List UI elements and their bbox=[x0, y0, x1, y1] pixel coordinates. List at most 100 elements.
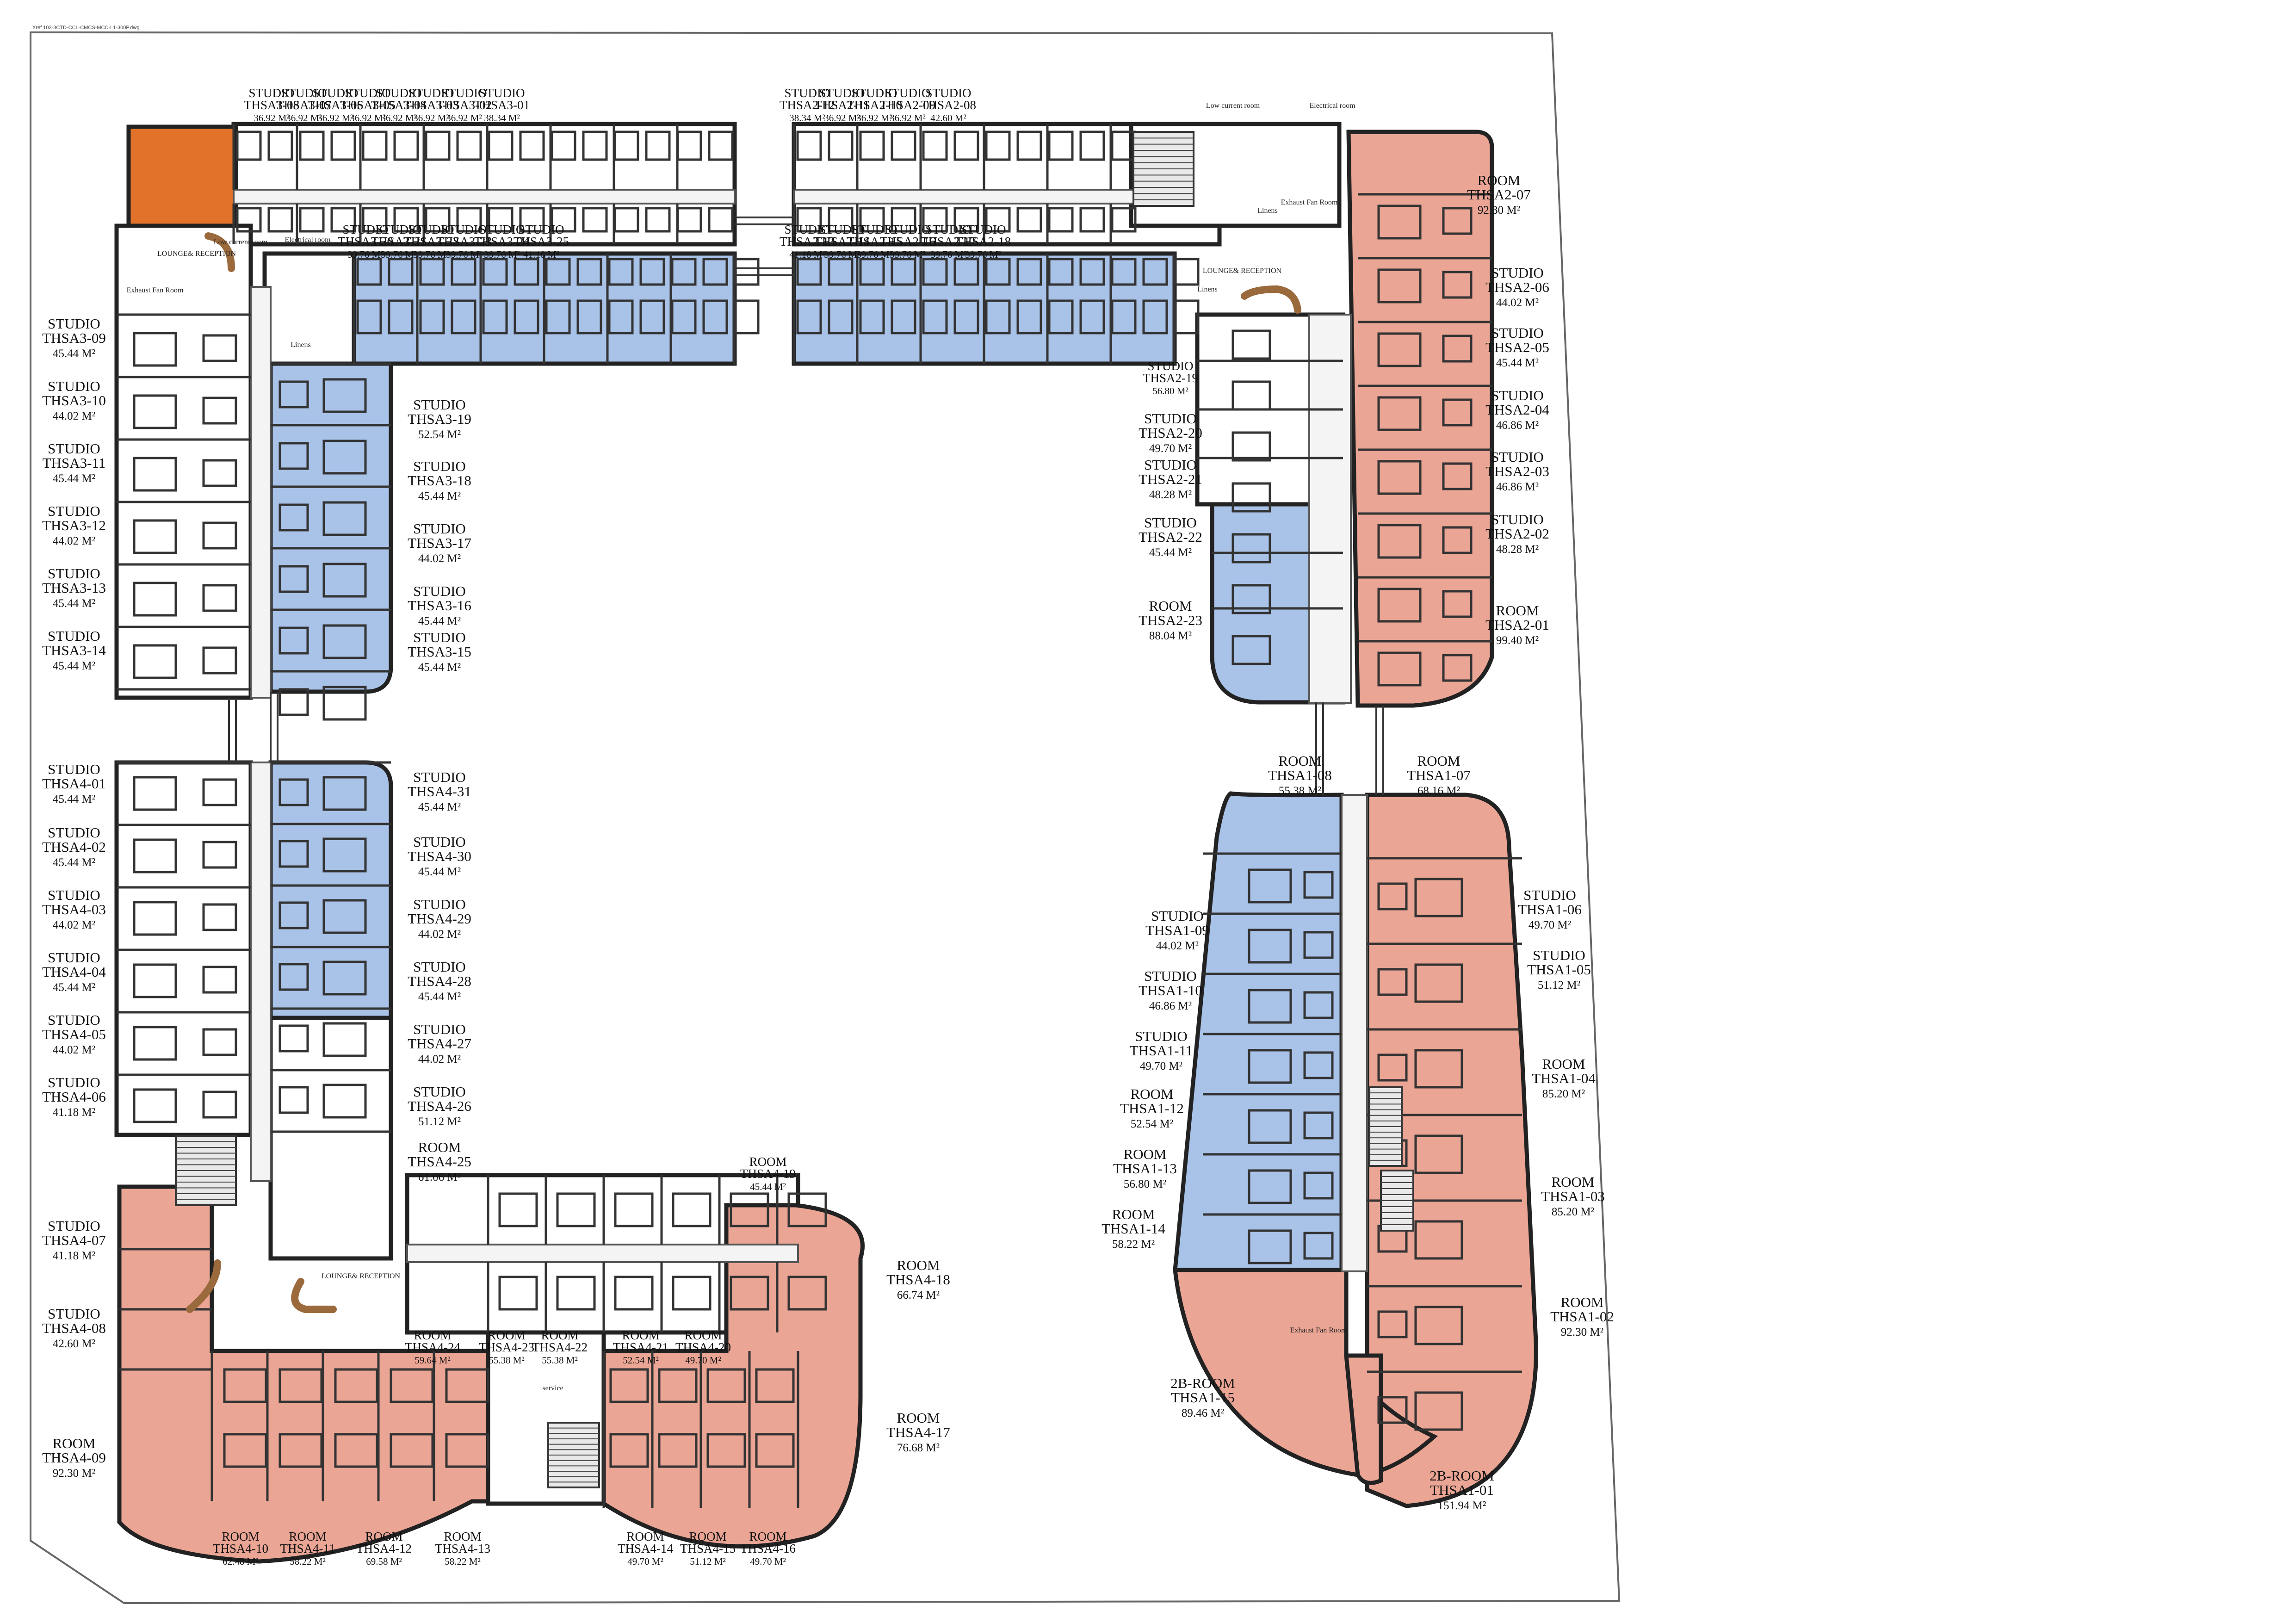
furniture-bath bbox=[608, 258, 634, 286]
unit-type: ROOM bbox=[1560, 1294, 1603, 1310]
unit-type: ROOM bbox=[1417, 753, 1460, 769]
furniture-bed bbox=[608, 299, 634, 335]
unit-type: STUDIO bbox=[926, 86, 972, 100]
unit-area: 41.18 M² bbox=[53, 1106, 95, 1119]
lounge-desk-north-east bbox=[1241, 285, 1301, 314]
unit-code: THSA2-09 bbox=[880, 98, 935, 112]
furniture-bed bbox=[1377, 396, 1422, 431]
furniture-bed bbox=[322, 776, 367, 811]
furniture-bed bbox=[639, 299, 665, 335]
unit-area: 55.38 M² bbox=[542, 1355, 577, 1366]
furniture-bath bbox=[1377, 882, 1408, 911]
furniture-bed bbox=[1248, 1049, 1292, 1084]
furniture-bed bbox=[1232, 431, 1271, 462]
furniture-bed bbox=[334, 1433, 378, 1468]
unit-type: STUDIO bbox=[785, 223, 830, 236]
furniture-bed bbox=[1111, 299, 1137, 335]
unit-type: STUDIO bbox=[343, 223, 389, 236]
furniture-bed bbox=[133, 1088, 177, 1123]
unit-area: 59.64 M² bbox=[415, 1355, 450, 1366]
furniture-bed bbox=[488, 130, 514, 161]
label-linens-1: Linens bbox=[291, 341, 311, 349]
unit-code: THSA3-24 bbox=[474, 235, 530, 248]
stair-treads bbox=[176, 137, 1413, 1483]
unit-code: THSA2-13 bbox=[780, 235, 835, 248]
furniture-bed bbox=[133, 457, 177, 492]
unit-code: THSA1-03 bbox=[1541, 1188, 1605, 1204]
unit-type: STUDIO bbox=[345, 86, 391, 100]
furniture-bath bbox=[330, 207, 356, 233]
furniture-bath bbox=[202, 646, 237, 675]
unit-type: STUDIO bbox=[413, 959, 466, 975]
furniture-bath bbox=[922, 258, 948, 286]
unit-type: STUDIO bbox=[852, 223, 897, 236]
unit-code: THSA2-14 bbox=[814, 235, 870, 248]
unit-area: 39.76 M² bbox=[484, 249, 520, 260]
furniture-bed bbox=[133, 776, 177, 811]
unit-code: THSA1-01 bbox=[1430, 1482, 1494, 1498]
furniture-bed bbox=[734, 299, 760, 335]
lounge-desks bbox=[186, 232, 1301, 1313]
unit-type: STUDIO bbox=[519, 223, 564, 236]
furniture-bath bbox=[1377, 1310, 1408, 1338]
furniture-bed bbox=[1248, 1169, 1292, 1204]
room-partitions bbox=[117, 124, 1522, 1508]
unit-type: STUDIO bbox=[413, 1021, 466, 1037]
furniture-bed bbox=[133, 644, 177, 679]
label-exhaust-fan-room-2: Exhaust Fan Room bbox=[1281, 198, 1338, 206]
furniture-bed bbox=[706, 1368, 746, 1403]
furniture-bath bbox=[1442, 398, 1473, 427]
unit-type: STUDIO bbox=[1148, 359, 1194, 373]
furniture-bed bbox=[1016, 299, 1042, 335]
unit-type: STUDIO bbox=[885, 86, 931, 100]
service-room-labels: Low current room Electrical room LOUNGE&… bbox=[127, 102, 1355, 1392]
unit-type: ROOM bbox=[444, 1530, 481, 1543]
unit-type: STUDIO bbox=[785, 86, 830, 100]
furniture-bed bbox=[614, 1276, 654, 1311]
unit-area: 46.86 M² bbox=[1496, 419, 1539, 432]
furniture-bed bbox=[1377, 524, 1422, 559]
unit-area: 45.44 M² bbox=[418, 490, 461, 502]
corridor-north-east bbox=[793, 189, 1146, 204]
furniture-bed bbox=[787, 1276, 827, 1311]
furniture-bed bbox=[645, 130, 671, 161]
unit-type: STUDIO bbox=[313, 86, 359, 100]
furniture-bed bbox=[1048, 299, 1074, 335]
furniture-bath bbox=[828, 258, 854, 286]
furniture-bed bbox=[1248, 1109, 1292, 1144]
furniture-bed bbox=[362, 130, 388, 161]
unit-type: ROOM bbox=[1130, 1086, 1173, 1102]
lounge-desk-west bbox=[186, 1259, 221, 1313]
unit-type: STUDIO bbox=[1533, 947, 1585, 963]
unit-code: THSA4-14 bbox=[618, 1542, 673, 1555]
furniture-bath bbox=[388, 258, 414, 286]
furniture-bath bbox=[891, 207, 916, 233]
unit-area: 45.44 M² bbox=[53, 660, 95, 672]
unit-type: STUDIO bbox=[48, 440, 100, 457]
furniture-bath bbox=[278, 565, 309, 593]
unit-type: ROOM bbox=[1477, 172, 1520, 188]
unit-area: 39.76 M² bbox=[446, 249, 482, 260]
furniture-bed bbox=[322, 624, 367, 659]
unit-area: 45.44 M² bbox=[53, 472, 95, 485]
unit-code: THSA2-12 bbox=[780, 98, 835, 112]
unit-area: 62.48 M² bbox=[223, 1556, 258, 1567]
